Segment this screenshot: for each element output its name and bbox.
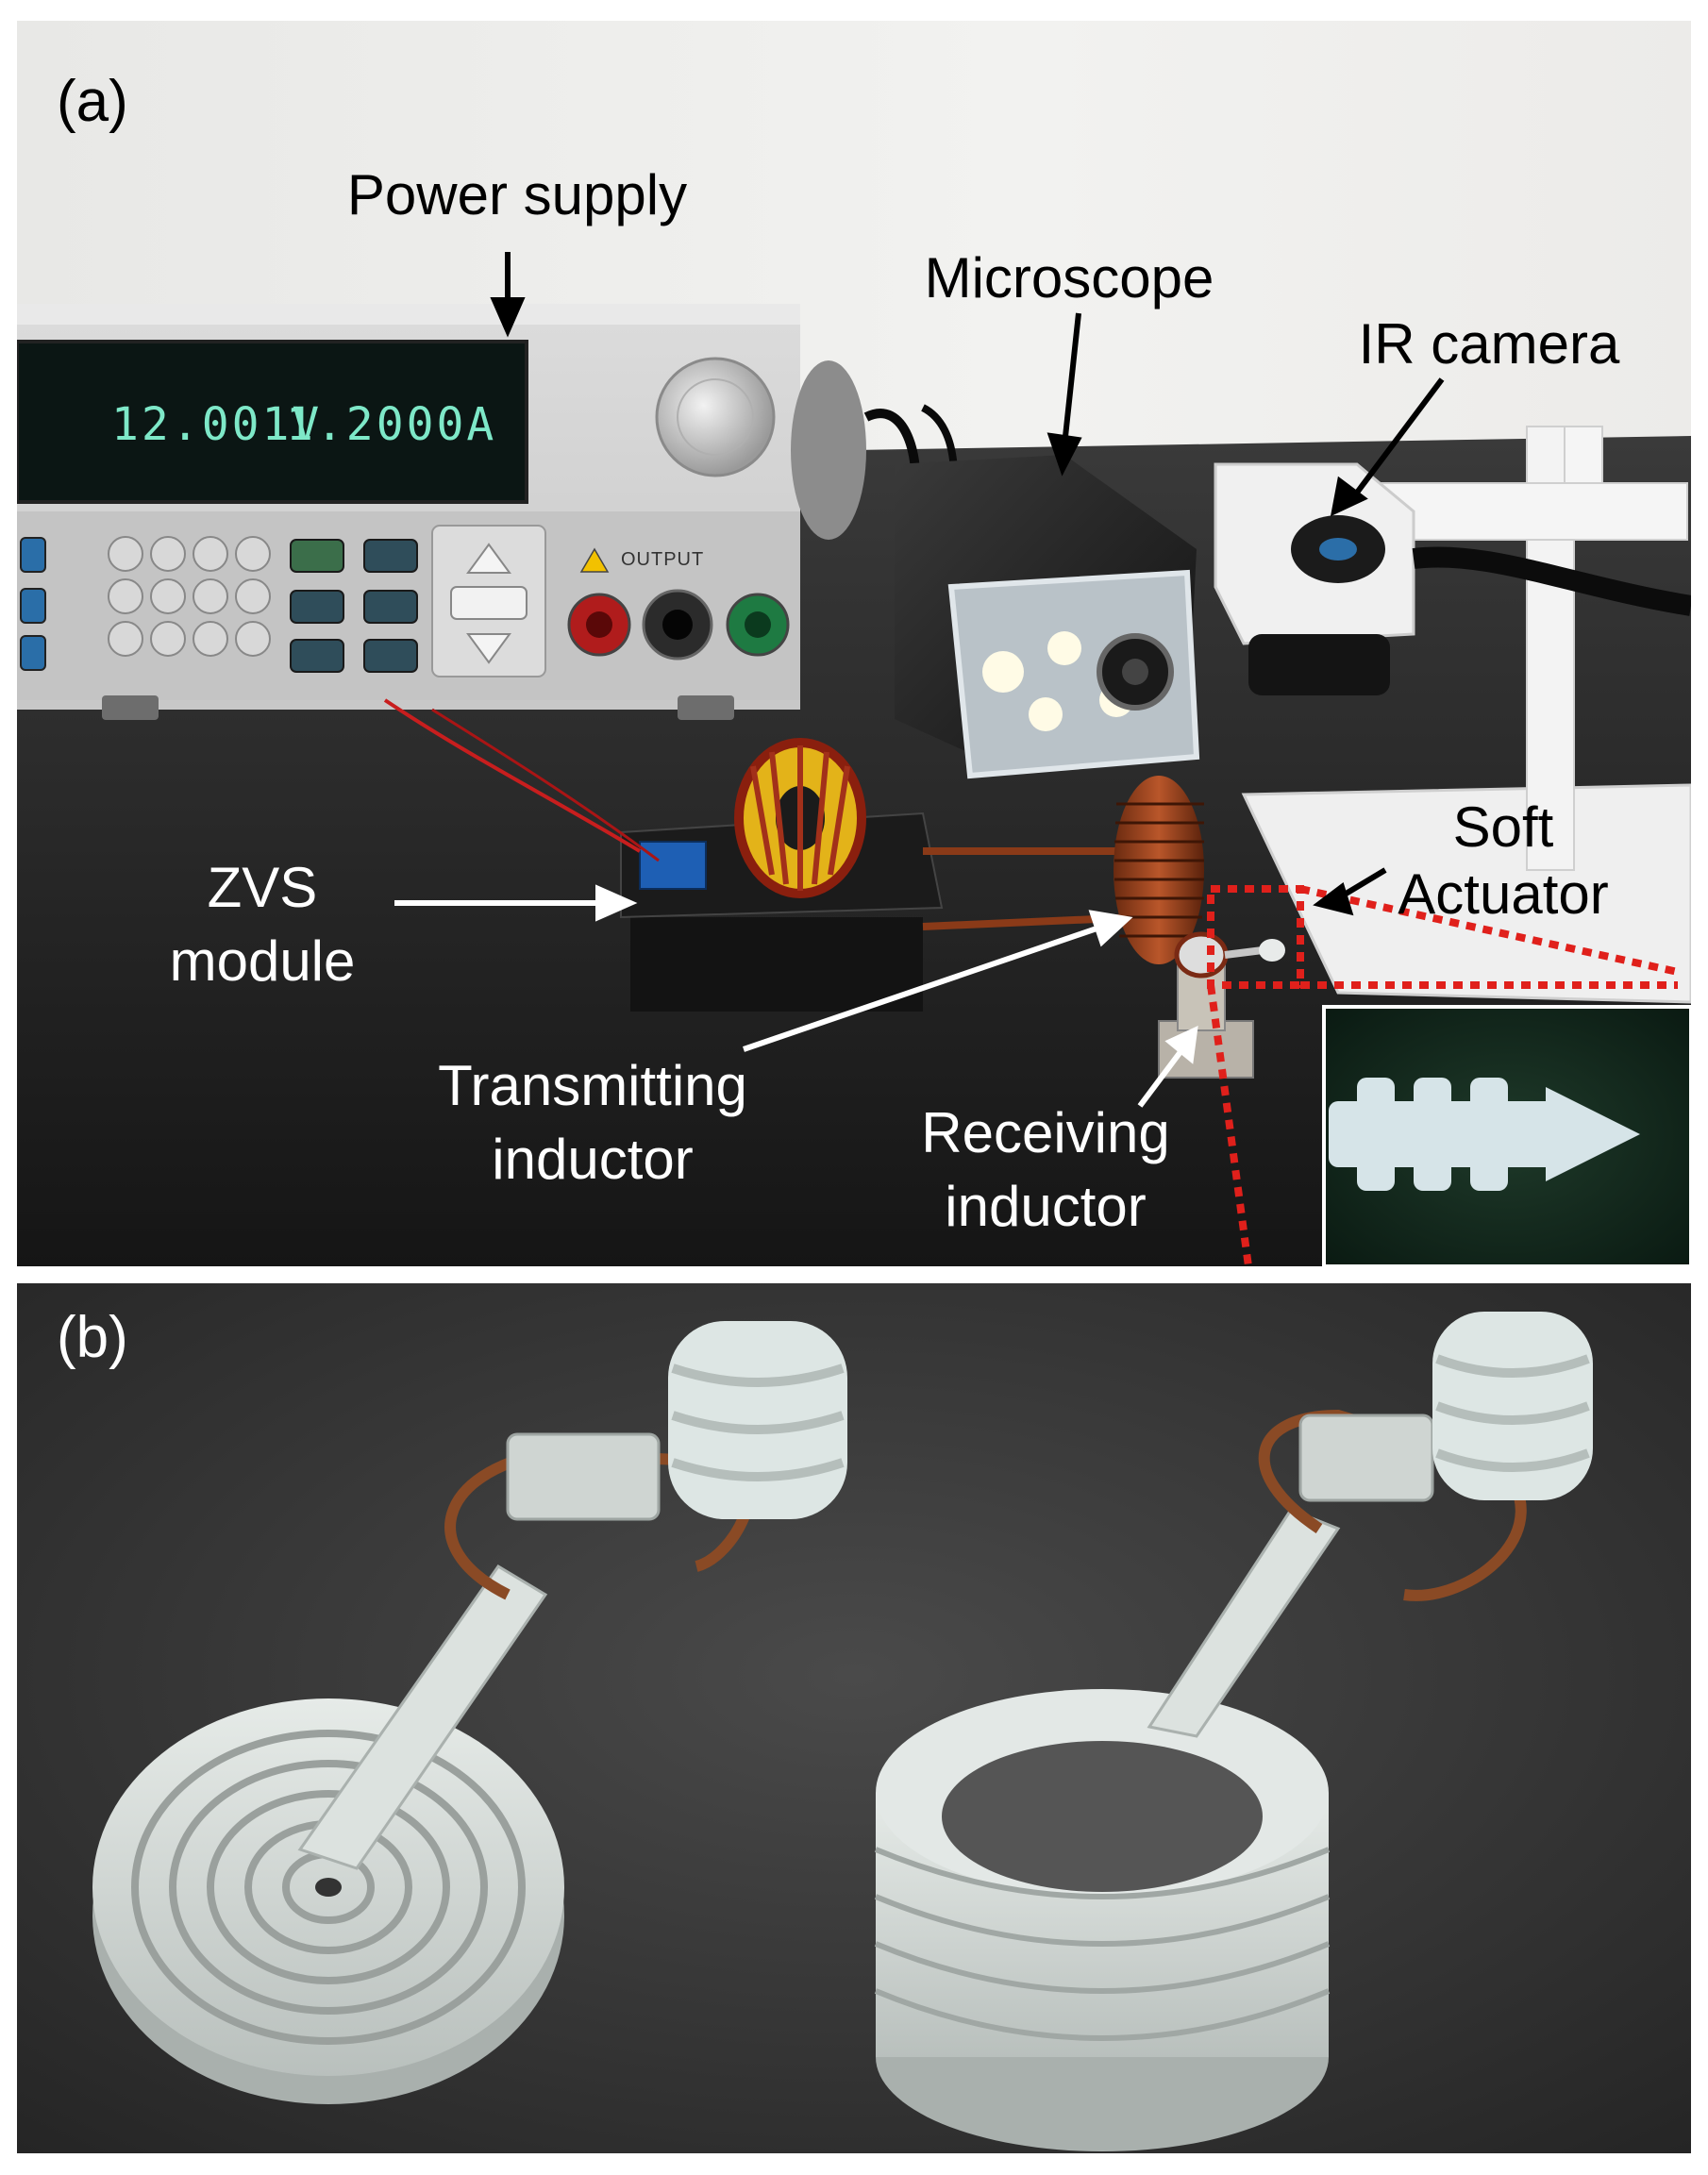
label-ir-camera: IR camera bbox=[1358, 312, 1620, 376]
panel-a-photo: 12.001V 1.2000A OUTPUT (a) Power supply … bbox=[17, 21, 1691, 1266]
panel-b-scene bbox=[17, 1283, 1691, 2153]
bellows-actuator-right bbox=[1432, 1312, 1593, 1500]
psu-voltage-readout: 12.001V bbox=[111, 398, 323, 451]
zvs-module bbox=[620, 738, 944, 1012]
inset-highlight bbox=[1207, 885, 1679, 1266]
annotation-arrows-white bbox=[394, 884, 1198, 1108]
ir-camera-stand bbox=[1214, 426, 1691, 1004]
transmitting-inductor bbox=[1114, 776, 1204, 964]
label-power-supply: Power supply bbox=[346, 163, 688, 226]
power-supply bbox=[17, 304, 866, 720]
soft-actuator bbox=[1259, 939, 1285, 962]
psu-current-readout: 1.2000A bbox=[286, 398, 497, 451]
label-transmitting-inductor: Transmitting inductor bbox=[438, 1054, 747, 1191]
panel-a-letter: (a) bbox=[57, 69, 128, 134]
label-zvs-module: ZVS module bbox=[169, 856, 356, 993]
annotation-arrows-black bbox=[490, 252, 1445, 916]
panel-b-photo: (b) bbox=[17, 1283, 1691, 2153]
panel-a-scene bbox=[17, 21, 1691, 1266]
actuator-inset-photo bbox=[1322, 1005, 1691, 1266]
label-receiving-inductor: Receiving inductor bbox=[921, 1101, 1170, 1238]
label-soft-actuator: Soft Actuator bbox=[1398, 795, 1609, 926]
panel-b-letter: (b) bbox=[57, 1305, 128, 1370]
microscope bbox=[895, 455, 1200, 779]
planar-spiral-coil-actuator bbox=[92, 1321, 847, 2104]
helical-ring-coil-actuator bbox=[874, 1312, 1593, 2151]
psu-output-label: OUTPUT bbox=[621, 549, 705, 570]
label-microscope: Microscope bbox=[924, 246, 1214, 310]
bellows-actuator-left bbox=[668, 1321, 847, 1519]
